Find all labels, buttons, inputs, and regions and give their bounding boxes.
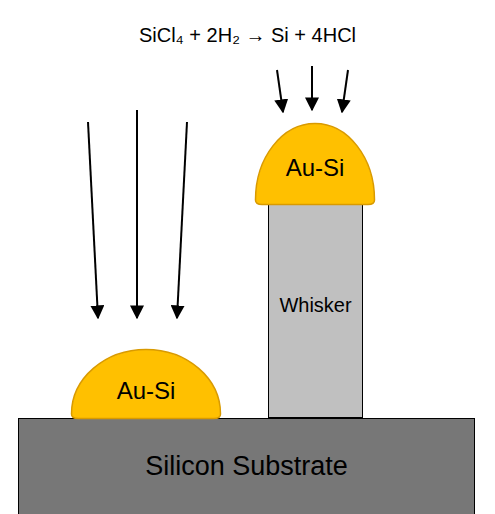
gas-arrow <box>311 66 313 110</box>
part-label: Whisker <box>279 294 351 317</box>
catalyst-droplet: Au-Si <box>70 348 222 420</box>
gas-arrow <box>136 110 138 318</box>
gas-arrow <box>277 70 283 112</box>
substrate-block: Silicon Substrate <box>18 418 475 514</box>
reaction-equation: SiCl₄ + 2H₂ → Si + 4HCl <box>0 24 495 47</box>
gas-arrow <box>88 122 98 318</box>
droplet-outline <box>256 124 375 205</box>
part-label: Au-Si <box>117 377 176 405</box>
whisker-body: Whisker <box>268 192 363 418</box>
catalyst-droplet: Au-Si <box>254 122 376 206</box>
gas-arrow <box>342 70 348 112</box>
droplet-outline <box>72 350 221 419</box>
gas-arrow <box>177 122 187 318</box>
part-label: Au-Si <box>286 154 345 182</box>
part-label: Silicon Substrate <box>145 451 348 482</box>
